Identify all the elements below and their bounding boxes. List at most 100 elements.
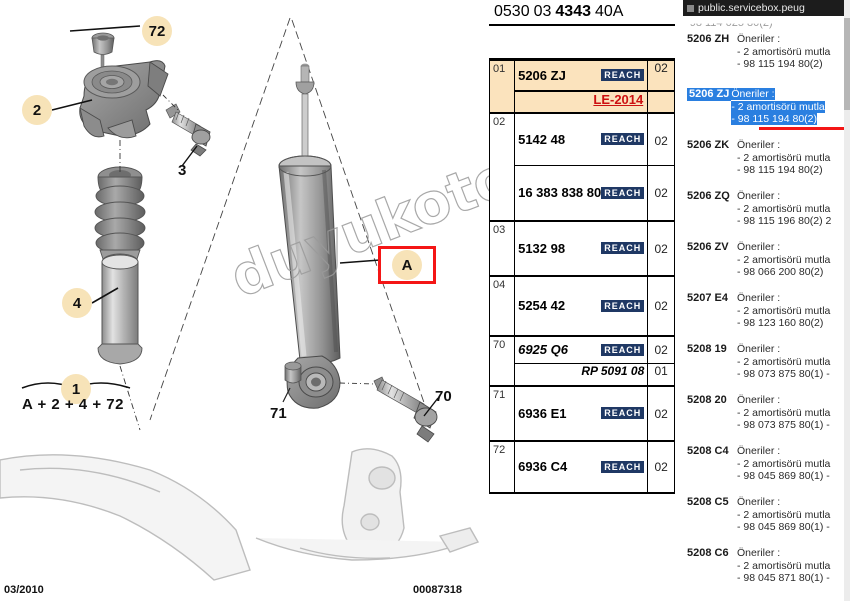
callout-4-label: 4	[72, 294, 82, 312]
label-70: 70	[435, 388, 452, 405]
list-item[interactable]: 5208 C5 Öneriler : - 2 amortisörü mutla …	[675, 496, 850, 534]
callout-4: 4	[62, 288, 92, 318]
suggestion-line-3: - 98 115 194 80(2)	[737, 164, 823, 176]
assembly-a-label: A	[401, 256, 413, 274]
suggestion-line-1: Öneriler :	[737, 445, 781, 457]
table-row-note: RP 5091 08 01	[489, 363, 675, 387]
row-note-qty	[647, 90, 675, 113]
suggestion-body: Öneriler : - 2 amortisörü mutla - 98 045…	[737, 496, 830, 534]
row-index: 70	[488, 335, 516, 387]
assembly-a-marker: A	[392, 250, 422, 280]
table-row[interactable]: 02 5142 48 REACH 02	[488, 112, 675, 222]
reach-badge: REACH	[601, 69, 645, 82]
rp-note: RP 5091 08	[581, 364, 645, 378]
parts-table-spacer	[489, 26, 675, 60]
table-row-note: LE-2014	[489, 90, 675, 113]
list-item-selected[interactable]: 5206 ZJ Öneriler : - 2 amortisörü mutla …	[675, 88, 850, 126]
part-number: 5254 42	[518, 298, 566, 313]
row-part-cell: 5132 98 REACH	[514, 220, 649, 277]
suggestion-body: Öneriler : - 2 amortisörü mutla - 98 115…	[737, 190, 831, 228]
suggestion-code: 5208 C5	[687, 496, 729, 508]
callout-2-label: 2	[32, 101, 42, 119]
suggestions-scrollbar-track[interactable]	[844, 0, 850, 601]
suggestion-code: 5206 ZK	[687, 139, 730, 151]
leader-4	[91, 287, 119, 304]
drawing-date: 03/2010	[4, 584, 44, 596]
table-row[interactable]: 03 5132 98 REACH 02	[488, 220, 675, 277]
row-index: 01	[488, 60, 516, 113]
label-3: 3	[178, 162, 187, 179]
list-item[interactable]: 5206 ZV Öneriler : - 2 amortisörü mutla …	[675, 241, 850, 279]
row-quantity: 02	[647, 335, 675, 364]
suggestion-line-3: - 98 066 200 80(2)	[737, 266, 824, 278]
exploded-view-illustration	[0, 17, 480, 581]
list-item[interactable]: 5206 ZH Öneriler : - 2 amortisörü mutla …	[675, 33, 850, 71]
row-quantity: 02	[647, 60, 675, 91]
part-nut-71	[284, 361, 302, 384]
suggestion-line-2: - 2 amortisörü mutla	[737, 457, 831, 470]
suggestion-code: 5208 19	[687, 343, 727, 355]
suggestion-code: 5206 ZJ	[687, 88, 732, 101]
browser-address-bar[interactable]: public.servicebox.peug	[683, 0, 850, 16]
row-index: 72	[488, 440, 516, 494]
suggestion-line-3: - 98 115 194 80(2)	[737, 58, 823, 70]
callout-2: 2	[22, 95, 52, 125]
suggestion-line-2: - 2 amortisörü mutla	[737, 508, 831, 521]
list-item[interactable]: 5206 ZQ Öneriler : - 2 amortisörü mutla …	[675, 190, 850, 228]
assembly-a-highlight-box	[378, 246, 436, 284]
leader-72	[69, 25, 141, 32]
part-number: 5132 98	[518, 240, 566, 256]
list-item[interactable]: 5208 C4 Öneriler : - 2 amortisörü mutla …	[675, 445, 850, 483]
suggestion-line-2: - 2 amortisörü mutla	[737, 304, 831, 317]
parts-table: 01 5206 ZJ REACH 02 LE-2014	[488, 60, 675, 494]
list-item[interactable]: 5208 C6 Öneriler : - 2 amortisörü mutla …	[675, 547, 850, 585]
row-quantity: 02	[647, 275, 675, 337]
suggestion-line-1: Öneriler :	[737, 190, 781, 202]
suggestion-body: Öneriler : - 2 amortisörü mutla - 98 073…	[737, 394, 830, 432]
leader-3	[181, 145, 198, 167]
suggestions-scrollbar-thumb[interactable]	[844, 18, 850, 110]
tab-square-icon	[687, 4, 694, 12]
list-item[interactable]: 5208 20 Öneriler : - 2 amortisörü mutla …	[675, 394, 850, 432]
header-part-4: 40A	[594, 3, 624, 20]
suggestion-line-1: Öneriler :	[737, 547, 781, 559]
part-number: 6936 C4	[518, 459, 568, 474]
suggestion-body: Öneriler : - 2 amortisörü mutla - 98 066…	[737, 241, 830, 279]
table-row[interactable]: 04 5254 42 REACH 02	[488, 275, 675, 337]
clipped-previous-row: - 98 114 025 80(2)	[683, 17, 773, 29]
vehicle-context-outline	[0, 448, 480, 581]
row-note-qty: 01	[647, 363, 675, 387]
leader-70	[423, 397, 439, 417]
reach-badge: REACH	[601, 343, 645, 356]
list-item[interactable]: 5206 ZK Öneriler : - 2 amortisörü mutla …	[675, 139, 850, 177]
table-row[interactable]: 16 383 838 80 REACH 02	[489, 165, 675, 222]
list-item[interactable]: 5208 19 Öneriler : - 2 amortisörü mutla …	[675, 343, 850, 381]
suggestion-line-3: - 98 115 194 80(2)	[731, 113, 817, 125]
row-note-cell: RP 5091 08	[514, 363, 649, 387]
suggestion-body: Öneriler : - 2 amortisörü mutla - 98 115…	[731, 88, 825, 126]
part-bolt-3	[165, 103, 211, 157]
suggestion-body: Öneriler : - 2 amortisörü mutla - 98 045…	[737, 547, 830, 585]
assembly-formula: A + 2 + 4 + 72	[22, 396, 124, 413]
table-row[interactable]: 01 5206 ZJ REACH 02	[488, 60, 675, 113]
suggestion-body: Öneriler : - 2 amortisörü mutla - 98 115…	[737, 33, 830, 71]
part-number: 16 383 838 80	[518, 185, 602, 201]
suggestion-body: Öneriler : - 2 amortisörü mutla - 98 115…	[737, 139, 830, 177]
reach-badge: REACH	[601, 299, 645, 312]
suggestion-code: 5206 ZQ	[687, 190, 730, 202]
suggestion-line-1: Öneriler :	[737, 241, 781, 253]
suggestion-body: Öneriler : - 2 amortisörü mutla - 98 045…	[737, 445, 830, 483]
row-quantity: 02	[647, 220, 675, 277]
reach-badge: REACH	[601, 133, 645, 146]
suggestion-line-1: Öneriler :	[737, 394, 781, 406]
table-row[interactable]: 70 6925 Q6 REACH 02	[488, 335, 675, 387]
part-mount-bracket-2	[79, 60, 169, 139]
suggestion-code: 5206 ZV	[687, 241, 729, 253]
table-row[interactable]: 72 6936 C4 REACH 02	[488, 440, 675, 494]
part-number: 5206 ZJ	[518, 67, 566, 83]
list-item[interactable]: 5207 E4 Öneriler : - 2 amortisörü mutla …	[675, 292, 850, 330]
red-underline-marker	[759, 127, 850, 130]
table-row[interactable]: 71 6936 E1 REACH 02	[488, 385, 675, 442]
suggestion-line-2: - 2 amortisörü mutla	[737, 151, 831, 164]
